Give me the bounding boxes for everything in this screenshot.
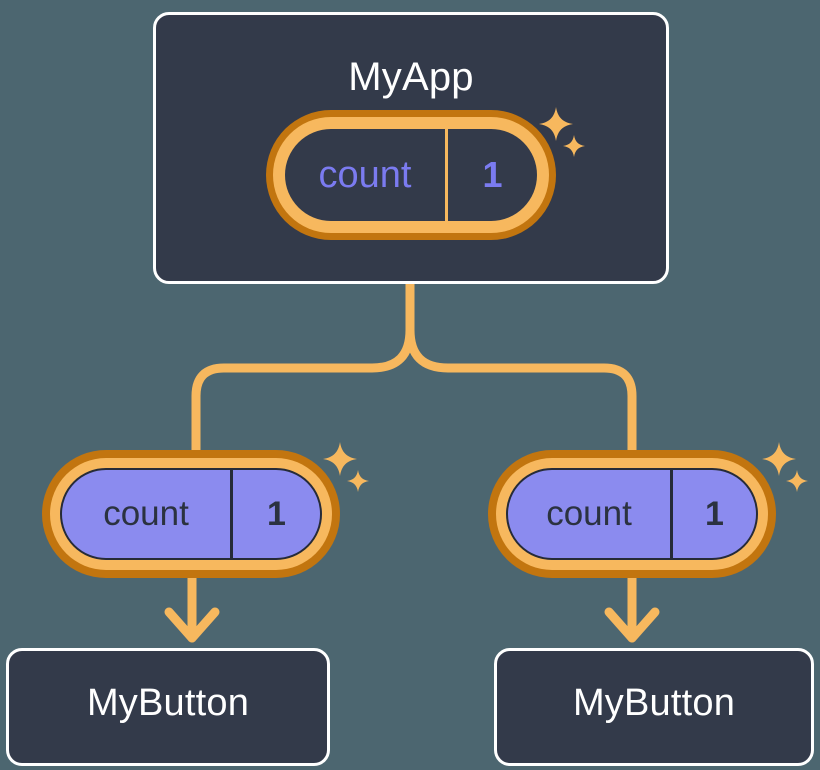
signal-value: 1 [705, 494, 724, 533]
signal-divider [670, 470, 673, 558]
signal-body: count 1 [285, 129, 537, 221]
page-title: MyApp [348, 55, 474, 99]
signal-pill-child-left[interactable]: count 1 [42, 450, 340, 578]
node-mybutton-left[interactable]: MyButton [6, 648, 330, 766]
signal-value: 1 [482, 154, 503, 195]
signal-name: count [546, 494, 632, 533]
sparkle-small-icon [786, 470, 808, 492]
branch-connector-icon [191, 279, 415, 467]
signal-value: 1 [267, 494, 286, 533]
signal-divider [445, 129, 448, 221]
arrow-down-head-icon [604, 607, 660, 643]
signal-body: count 1 [506, 468, 758, 560]
branch-connector-right-icon [405, 325, 637, 467]
signal-pill-root[interactable]: count 1 [266, 110, 556, 240]
node-label: MyButton [572, 682, 736, 724]
sparkle-icon [323, 442, 357, 476]
arrow-down-head-icon [164, 607, 220, 643]
signal-pill-child-right[interactable]: count 1 [488, 450, 776, 578]
node-mybutton-right[interactable]: MyButton [494, 648, 814, 766]
signal-name: count [318, 153, 412, 196]
node-label: MyButton [86, 682, 250, 724]
signal-name: count [103, 494, 189, 533]
sparkle-small-icon [347, 470, 369, 492]
signal-body: count 1 [60, 468, 322, 560]
sparkle-icon [762, 442, 796, 476]
signal-divider [230, 470, 233, 558]
